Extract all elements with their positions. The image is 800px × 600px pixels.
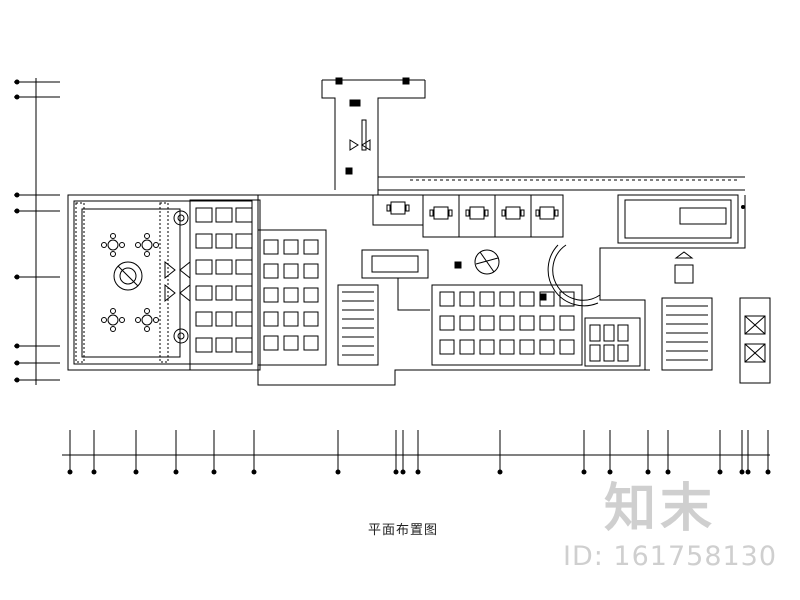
stair-well-right <box>661 297 713 371</box>
private-rooms <box>372 194 739 244</box>
central-lounge <box>361 244 601 311</box>
banquet-hall <box>67 194 259 371</box>
drawing-title: 平面布置图 <box>368 523 439 538</box>
dining-booth-block-left <box>189 199 327 371</box>
watermark-logo: 知末 <box>604 479 717 539</box>
watermark-id: ID: 161758130 <box>563 541 778 572</box>
entry-corridor <box>321 77 426 190</box>
elevator-block <box>739 195 771 384</box>
dining-booth-block-right <box>431 284 583 366</box>
service-area <box>584 251 694 367</box>
main-building-outline <box>257 176 746 386</box>
bottom-dimension-chain <box>62 430 771 475</box>
left-dimension-chain <box>14 78 60 385</box>
stair-well-left <box>337 284 379 366</box>
